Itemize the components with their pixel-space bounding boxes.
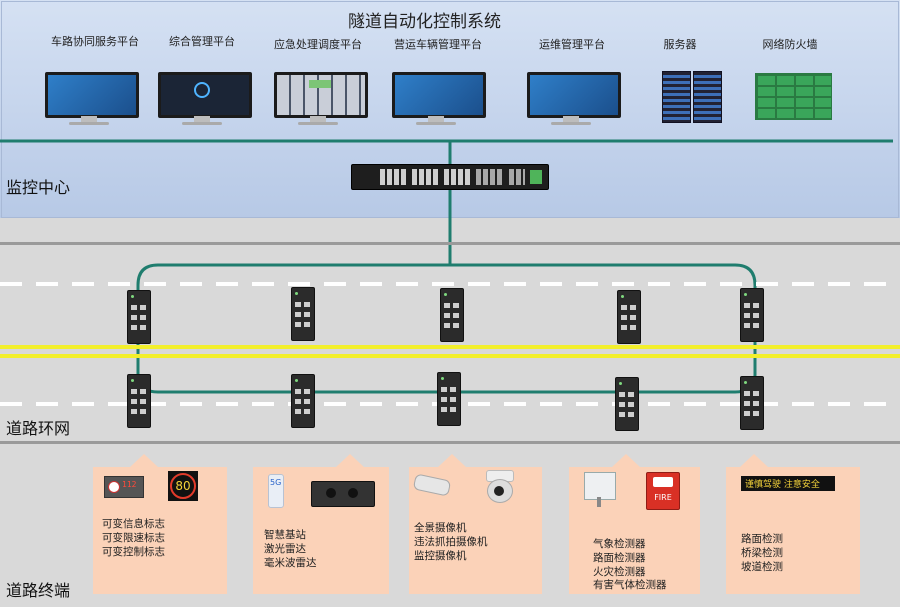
terminal-item: 桥梁检测 (741, 547, 783, 559)
ring-switch-icon (440, 288, 464, 342)
lane-dashed-line (0, 282, 900, 286)
platform-label-ops: 运维管理平台 (539, 38, 605, 51)
terminal-item: 激光雷达 (264, 543, 306, 555)
terminal-item: 有害气体检测器 (593, 579, 667, 591)
terminal-item: 坡道检测 (741, 561, 783, 573)
dome-camera-icon (484, 470, 514, 503)
monitor-grid-icon (274, 72, 368, 128)
led-warning-board-icon: 谨慎驾驶 注意安全 (741, 476, 835, 491)
monitor-icon (527, 72, 621, 128)
road-separator (0, 242, 900, 245)
terminal-item: 毫米波雷达 (264, 557, 317, 569)
weather-detector-icon (584, 472, 616, 507)
diagram-title: 隧道自动化控制系统 (348, 12, 501, 32)
monitor-dashboard-icon (158, 72, 252, 128)
ring-switch-icon (291, 287, 315, 341)
terminal-item: 违法抓拍摄像机 (414, 536, 488, 548)
platform-label-firewall: 网络防火墙 (762, 38, 818, 51)
zone-label-ring: 道路环网 (6, 419, 71, 438)
terminal-item: 路面检测器 (593, 552, 646, 564)
variable-sign-icon: 112 (104, 476, 144, 498)
terminal-item: 可变信息标志 (102, 518, 165, 530)
ring-switch-icon (127, 374, 151, 428)
ring-switch-icon (740, 376, 764, 430)
ring-switch-icon (291, 374, 315, 428)
5g-base-station-icon: 5G (268, 474, 284, 508)
ring-switch-icon (740, 288, 764, 342)
terminal-item: 可变限速标志 (102, 532, 165, 544)
core-switch-icon (351, 164, 549, 190)
ring-switch-icon (437, 372, 461, 426)
ring-switch-icon (127, 290, 151, 344)
monitor-icon (392, 72, 486, 128)
ring-switch-icon (615, 377, 639, 431)
terminal-item: 路面检测 (741, 533, 783, 545)
terminal-item: 火灾检测器 (593, 566, 646, 578)
platform-label-emergency: 应急处理调度平台 (274, 38, 362, 51)
platform-label-integrated: 综合管理平台 (169, 35, 235, 48)
zone-label-terminal: 道路终端 (6, 581, 71, 600)
speed-limit-sign-icon: 80 (168, 471, 198, 501)
terminal-item: 气象检测器 (593, 538, 646, 550)
fire-alarm-icon: FIRE (646, 472, 680, 510)
monitor-icon (45, 72, 139, 128)
platform-label-vehicle-ops: 营运车辆管理平台 (394, 38, 482, 51)
terminal-item: 可变控制标志 (102, 546, 165, 558)
terminal-item: 监控摄像机 (414, 550, 467, 562)
lane-yellow-line (0, 354, 900, 358)
platform-label-server: 服务器 (663, 38, 697, 51)
platform-label-vehicle-road: 车路协同服务平台 (51, 35, 139, 48)
firewall-icon (755, 73, 832, 120)
terminal-item: 全景摄像机 (414, 522, 467, 534)
ring-switch-icon (617, 290, 641, 344)
server-icon (662, 71, 722, 123)
terminal-item: 智慧基站 (264, 529, 306, 541)
zone-label-center: 监控中心 (6, 178, 71, 197)
radar-icon (311, 481, 375, 507)
lane-yellow-line (0, 345, 900, 349)
road-separator (0, 441, 900, 444)
